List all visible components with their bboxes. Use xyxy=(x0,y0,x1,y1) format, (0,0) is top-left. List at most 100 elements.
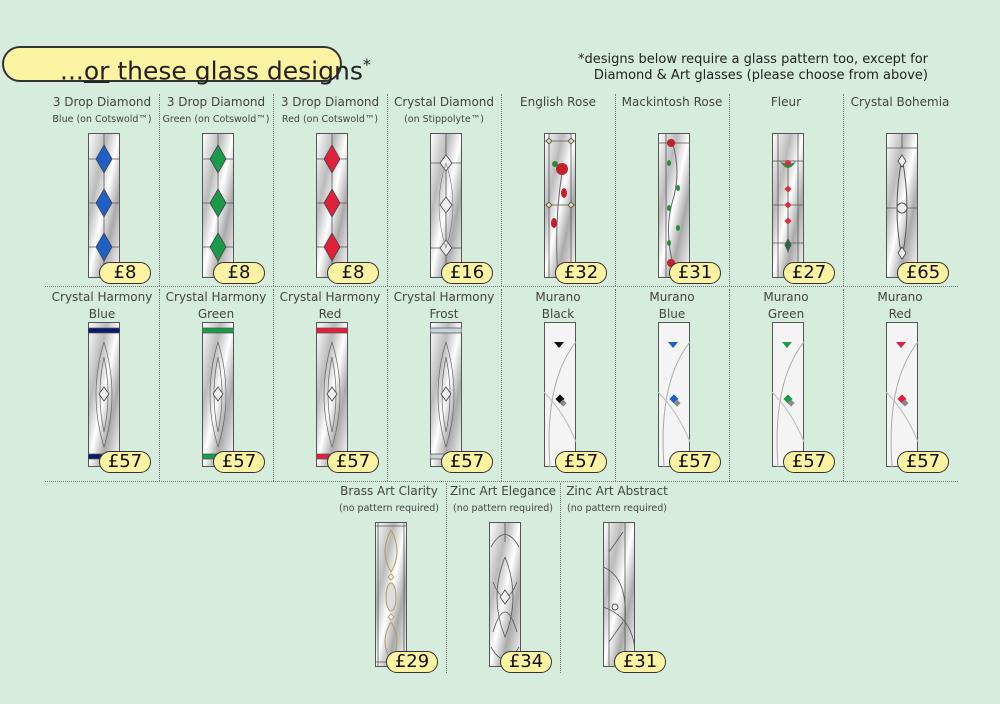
column-divider xyxy=(446,483,447,673)
design-name: 3 Drop Diamond xyxy=(52,95,152,109)
price-badge: £65 xyxy=(897,262,949,284)
column-divider xyxy=(843,289,844,481)
row-divider xyxy=(45,481,958,482)
design-card-english-rose[interactable]: English Rose £32 xyxy=(501,92,615,286)
design-subtitle: Green xyxy=(767,307,805,321)
glass-panel-image xyxy=(885,322,919,468)
glass-panel-image xyxy=(657,322,691,468)
design-name: Brass Art Clarity xyxy=(340,484,438,498)
price-badge: £31 xyxy=(614,651,666,673)
design-card-mackintosh-rose[interactable]: Mackintosh Rose £31 xyxy=(615,92,729,286)
design-name: Mackintosh Rose xyxy=(621,95,723,109)
design-name: Fleur xyxy=(770,95,802,109)
design-subtitle: Green xyxy=(197,307,235,321)
design-subtitle: Blue (on Cotswold™) xyxy=(52,114,152,125)
design-subtitle: Blue xyxy=(88,307,116,321)
column-divider xyxy=(501,289,502,481)
design-subtitle: (no pattern required) xyxy=(567,503,667,514)
glass-panel-image xyxy=(543,322,577,468)
design-subtitle: Blue xyxy=(658,307,686,321)
price-badge: £31 xyxy=(669,262,721,284)
design-card-zinc-art-elegance[interactable]: Zinc Art Elegance (no pattern required) £… xyxy=(446,481,560,675)
design-subtitle: (no pattern required) xyxy=(453,503,553,514)
design-name: Crystal Harmony xyxy=(51,290,153,304)
price-badge: £8 xyxy=(99,262,151,284)
glass-panel-image xyxy=(771,322,805,468)
design-subtitle: Red xyxy=(318,307,342,321)
column-divider xyxy=(729,289,730,481)
column-divider xyxy=(387,289,388,481)
title-emphasis: or xyxy=(83,56,110,86)
price-badge: £57 xyxy=(441,451,493,473)
footnote: *designs below require a glass pattern t… xyxy=(578,52,928,84)
design-name: Zinc Art Abstract xyxy=(566,484,668,498)
glass-panel-image xyxy=(772,133,804,278)
design-card-crystal-diamond[interactable]: Crystal Diamond (on Stippolyte™) £16 xyxy=(387,92,501,286)
glass-panel-image xyxy=(658,133,690,278)
price-badge: £29 xyxy=(386,651,438,673)
column-divider xyxy=(560,483,561,673)
glass-panel-image xyxy=(88,133,120,278)
design-name: Crystal Bohemia xyxy=(850,95,950,109)
design-card-brass-art-clarity[interactable]: Brass Art Clarity (no pattern required) £… xyxy=(332,481,446,675)
glass-panel-image xyxy=(202,133,234,278)
design-subtitle: (no pattern required) xyxy=(339,503,439,514)
design-name: Zinc Art Elegance xyxy=(449,484,557,498)
glass-panel-image xyxy=(430,322,462,467)
section-title: ...or these glass designs* xyxy=(60,48,371,88)
price-badge: £34 xyxy=(500,651,552,673)
design-card-crystal-bohemia[interactable]: Crystal Bohemia £65 xyxy=(843,92,957,286)
design-card-fleur[interactable]: Fleur £27 xyxy=(729,92,843,286)
footnote-line: Diamond & Art glasses (please choose fro… xyxy=(593,68,928,83)
design-name: Crystal Diamond xyxy=(393,95,495,109)
glass-panel-image xyxy=(489,522,521,667)
glass-panel-image xyxy=(316,322,348,467)
price-badge: £32 xyxy=(555,262,607,284)
design-name: Crystal Harmony xyxy=(165,290,267,304)
glass-panel-image xyxy=(375,522,407,667)
glass-panel-image xyxy=(316,133,348,278)
design-name: Crystal Harmony xyxy=(279,290,381,304)
price-badge: £8 xyxy=(327,262,379,284)
price-badge: £57 xyxy=(897,451,949,473)
glass-panel-image xyxy=(88,322,120,467)
design-card-zinc-art-abstract[interactable]: Zinc Art Abstract (no pattern required) £… xyxy=(560,481,674,675)
row-divider xyxy=(45,286,958,287)
column-divider xyxy=(501,94,502,286)
column-divider xyxy=(159,94,160,286)
design-subtitle: Green (on Cotswold™) xyxy=(162,114,270,125)
design-subtitle: (on Stippolyte™) xyxy=(404,114,484,125)
design-name: English Rose xyxy=(520,95,596,109)
column-divider xyxy=(615,289,616,481)
design-subtitle: Red (on Cotswold™) xyxy=(281,114,379,125)
glass-panel-image xyxy=(544,133,576,279)
price-badge: £16 xyxy=(441,262,493,284)
title-rest: these glass designs xyxy=(109,56,363,86)
price-badge: £57 xyxy=(327,451,379,473)
title-prefix: ... xyxy=(60,56,84,86)
column-divider xyxy=(615,94,616,286)
section-banner: ...or these glass designs* xyxy=(2,46,371,85)
glass-panel-image xyxy=(430,133,462,278)
design-subtitle: Frost xyxy=(429,307,459,321)
price-badge: £57 xyxy=(783,451,835,473)
design-name: Crystal Harmony xyxy=(393,290,495,304)
price-badge: £27 xyxy=(783,262,835,284)
design-name: 3 Drop Diamond xyxy=(166,95,266,109)
design-name: Murano xyxy=(763,290,809,304)
glass-panel-image xyxy=(202,322,234,467)
design-name: Murano xyxy=(535,290,581,304)
column-divider xyxy=(729,94,730,286)
price-badge: £8 xyxy=(213,262,265,284)
